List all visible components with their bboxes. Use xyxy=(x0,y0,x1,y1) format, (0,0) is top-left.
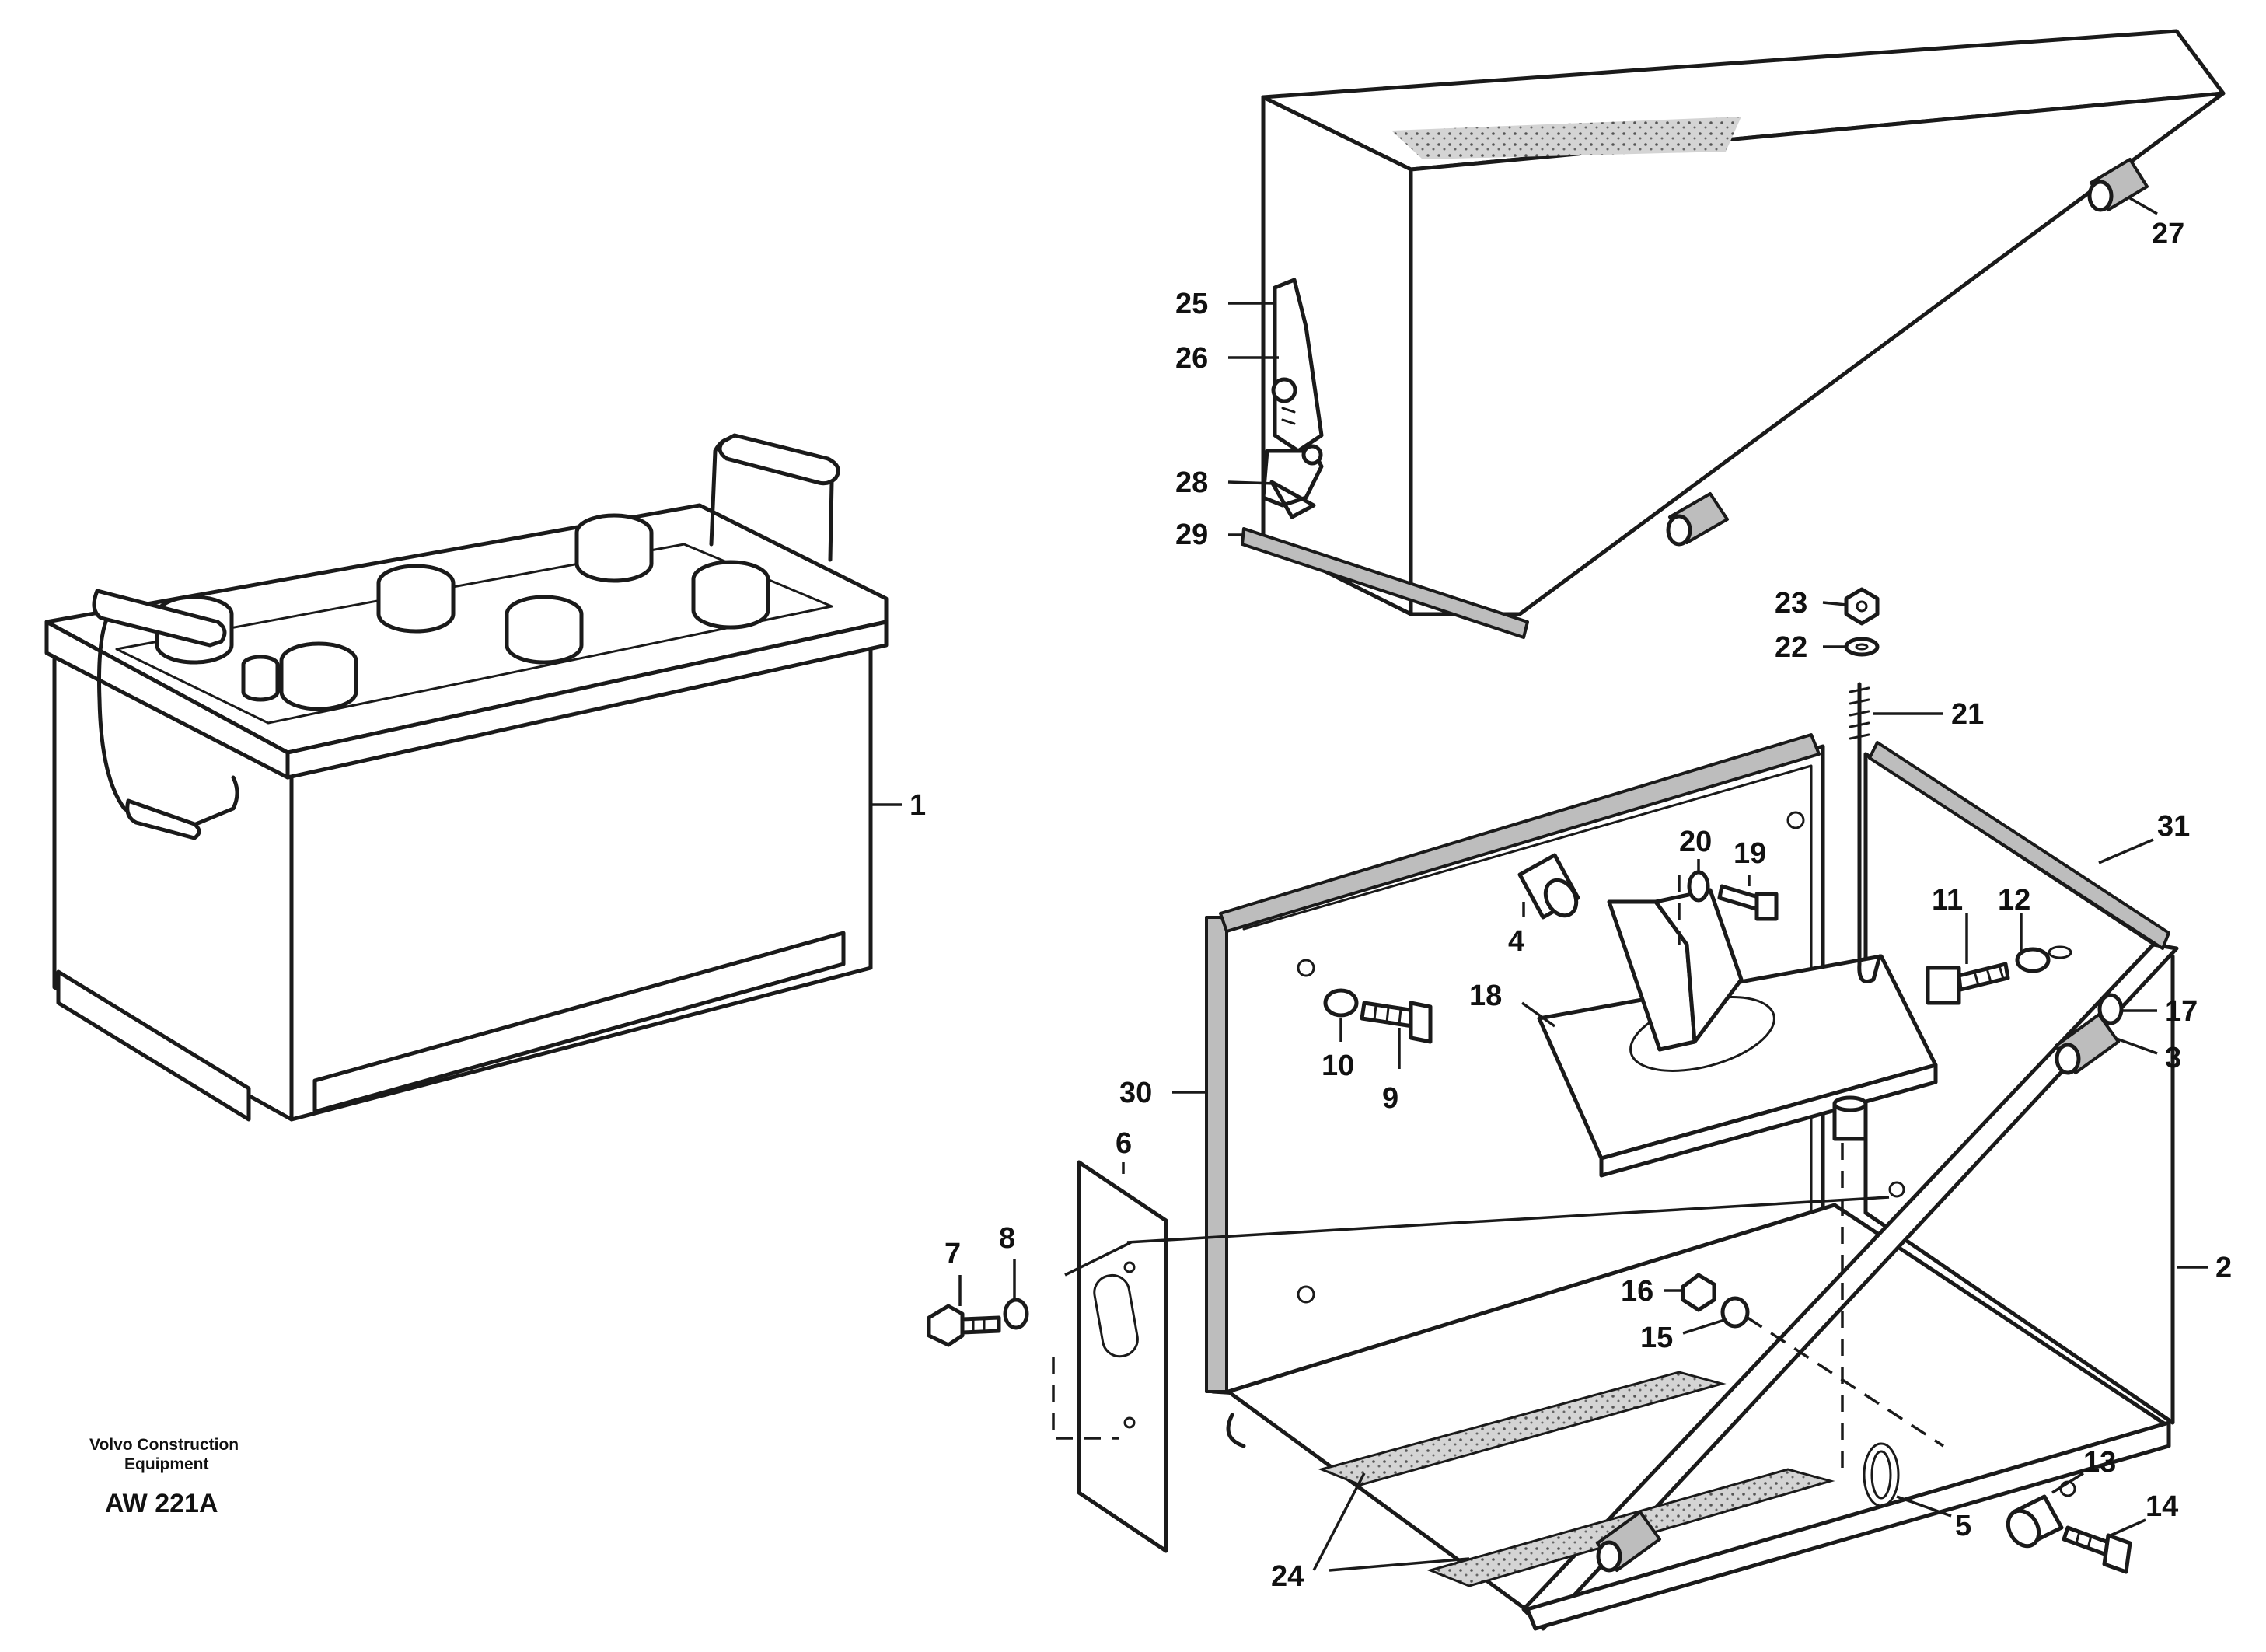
spacer-icon xyxy=(1517,853,1580,920)
battery-holddown-bracket xyxy=(1537,888,1938,1178)
label-12: 12 xyxy=(1998,884,2030,917)
caption-company-line2: Equipment xyxy=(124,1455,209,1473)
label-16: 16 xyxy=(1621,1275,1653,1308)
label-3: 3 xyxy=(2165,1042,2181,1074)
bolt-icon xyxy=(1926,962,2010,1005)
battery-handle-icon xyxy=(92,433,840,840)
vent-cap-icon xyxy=(155,513,770,711)
washer-icon xyxy=(2097,993,2124,1025)
hold-down-rod xyxy=(1832,682,1882,1141)
label-19: 19 xyxy=(1734,837,1766,870)
nut-icon xyxy=(1681,1273,1716,1312)
battery-box-cover xyxy=(1241,29,2226,639)
label-7: 7 xyxy=(944,1238,961,1270)
label-11: 11 xyxy=(1932,884,1963,917)
label-23: 23 xyxy=(1775,587,1807,620)
label-28: 28 xyxy=(1175,466,1208,499)
washer-icon xyxy=(1720,1296,1750,1329)
label-13: 13 xyxy=(2083,1446,2116,1479)
label-18: 18 xyxy=(1469,980,1502,1012)
washer-icon xyxy=(2015,947,2051,973)
label-30: 30 xyxy=(1119,1077,1152,1109)
caption-code: AW 221A xyxy=(105,1489,218,1518)
label-22: 22 xyxy=(1775,631,1807,664)
label-4: 4 xyxy=(1508,925,1524,958)
label-8: 8 xyxy=(999,1222,1015,1255)
label-15: 15 xyxy=(1640,1322,1673,1354)
label-26: 26 xyxy=(1175,342,1208,375)
washer-icon xyxy=(1003,1298,1029,1330)
label-25: 25 xyxy=(1175,288,1208,320)
publisher-caption: Volvo Construction Equipment AW 221A xyxy=(89,1436,239,1518)
washer-icon xyxy=(1687,870,1710,903)
label-5: 5 xyxy=(1955,1510,1971,1542)
label-10: 10 xyxy=(1322,1050,1354,1082)
label-20: 20 xyxy=(1679,826,1712,858)
washer-icon xyxy=(1844,637,1880,657)
bolt-icon xyxy=(2062,1525,2132,1574)
bolt-icon xyxy=(1717,884,1779,921)
battery xyxy=(44,433,889,1122)
terminal-post-icon xyxy=(241,655,280,702)
label-31: 31 xyxy=(2157,810,2190,843)
latch-icon xyxy=(1261,278,1324,519)
label-21: 21 xyxy=(1951,698,1984,731)
mounting-plate xyxy=(1077,1160,1168,1553)
label-24: 24 xyxy=(1271,1560,1304,1593)
bolt-icon xyxy=(1360,1001,1433,1044)
label-9: 9 xyxy=(1382,1082,1398,1115)
label-1: 1 xyxy=(910,789,926,822)
nut-icon xyxy=(1844,587,1880,626)
label-17: 17 xyxy=(2165,995,2198,1028)
label-6: 6 xyxy=(1116,1127,1132,1160)
caption-company-line1: Volvo Construction xyxy=(89,1436,239,1454)
label-14: 14 xyxy=(2146,1490,2178,1523)
label-2: 2 xyxy=(2215,1252,2232,1284)
label-29: 29 xyxy=(1175,519,1208,551)
label-27: 27 xyxy=(2152,218,2184,250)
spacer-icon xyxy=(2006,1494,2064,1549)
washer-icon xyxy=(1323,988,1359,1018)
bolt-icon xyxy=(927,1304,1001,1347)
